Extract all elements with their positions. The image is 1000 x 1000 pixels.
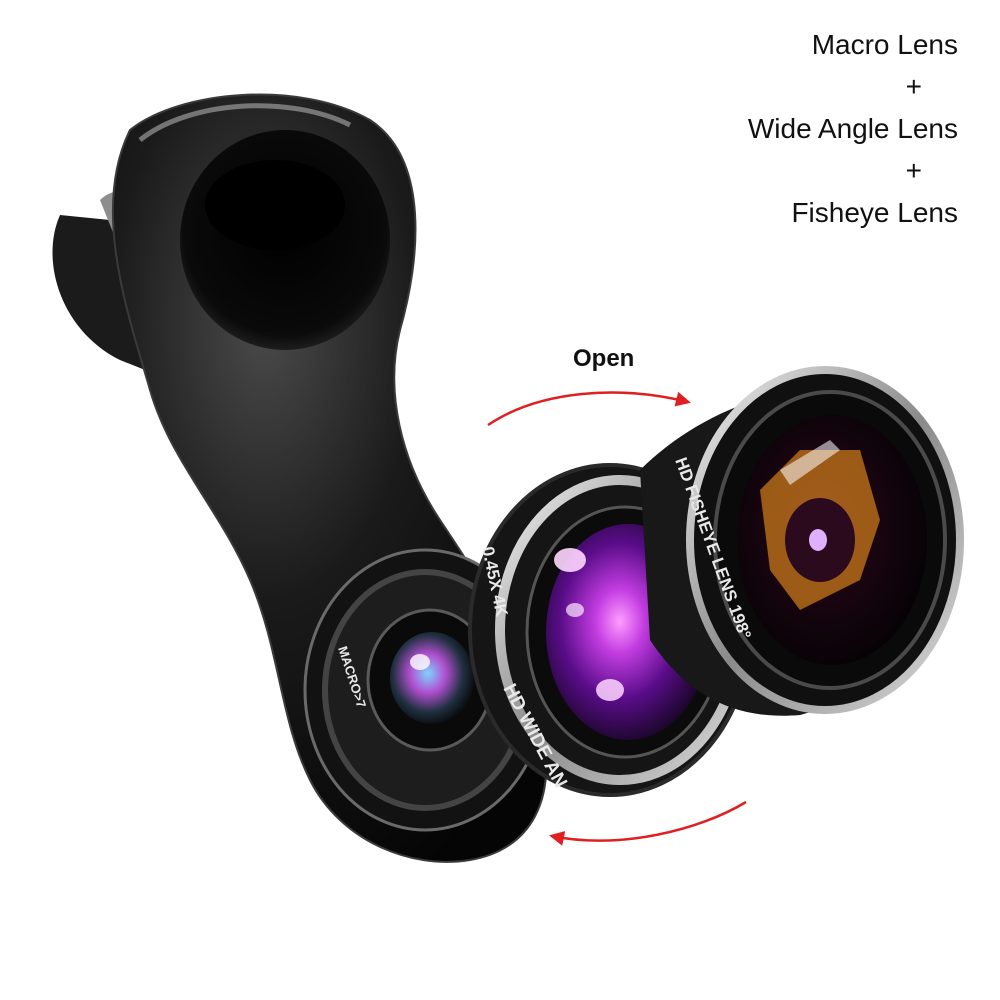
open-label: Open xyxy=(573,345,635,372)
caption-plus-2: + xyxy=(905,155,922,186)
caption-plus-1: + xyxy=(905,71,922,102)
open-arrow-bottom xyxy=(549,800,747,846)
open-arrow-top xyxy=(487,391,691,427)
caption-wide-angle-lens: Wide Angle Lens xyxy=(747,113,958,144)
fisheye-lens: HD FISHEYE LENS 198° xyxy=(640,366,964,716)
caption-macro-lens: Macro Lens xyxy=(811,29,958,60)
lens-kit-caption: Macro Lens + Wide Angle Lens + Fisheye L… xyxy=(658,24,958,234)
caption-fisheye-lens: Fisheye Lens xyxy=(791,197,958,228)
